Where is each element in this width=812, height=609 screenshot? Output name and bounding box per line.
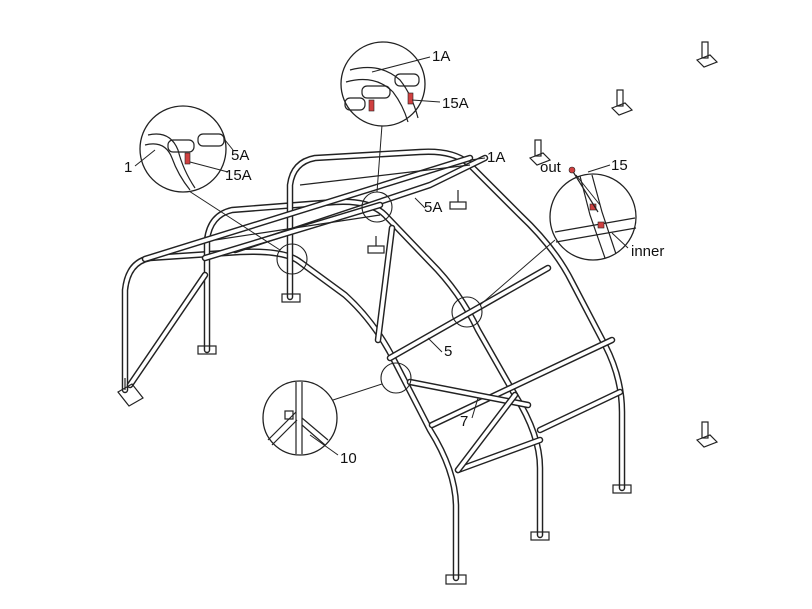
base-plate [612, 484, 632, 494]
loose-base-plate [610, 89, 634, 116]
diagonal-braces [126, 224, 532, 474]
callout-detail-top [340, 41, 441, 127]
label-part-7: 7 [460, 413, 468, 430]
callout-detail-left [134, 105, 234, 193]
bolt-icon [184, 152, 191, 165]
label-inner: inner [631, 243, 664, 260]
bolt-icon [597, 221, 605, 229]
rear-arch [286, 148, 626, 492]
label-part-5: 5 [444, 343, 452, 360]
label-part-5A-left: 5A [231, 147, 249, 164]
part-leaders [414, 157, 486, 419]
label-part-1A-top: 1A [432, 48, 450, 65]
second-arch [203, 198, 544, 539]
bolt-icon [407, 92, 414, 105]
base-plate [449, 190, 467, 210]
loose-base-plate [695, 421, 719, 448]
label-part-15: 15 [611, 157, 628, 174]
label-part-15A-top: 15A [442, 95, 469, 112]
bolt-icon [368, 99, 375, 112]
label-part-1A-right: 1A [487, 149, 505, 166]
base-plate [445, 574, 467, 585]
callout-detail-bottom [262, 380, 339, 456]
base-plate [367, 236, 385, 254]
roof-purlins [141, 154, 489, 263]
loose-base-plate [695, 41, 719, 68]
base-plate-front-left [117, 378, 144, 407]
label-part-15A-left: 15A [225, 167, 252, 184]
part-labels: 1 5A 15A 1A 15A 1A 5A out 15 inner 5 7 1… [124, 48, 664, 467]
joint-ring [276, 243, 308, 275]
callout-detail-right [549, 164, 637, 261]
label-part-5A-mid: 5A [424, 199, 442, 216]
joint-markers [276, 191, 483, 394]
base-plate [530, 531, 550, 541]
frame-detail-lines [214, 164, 471, 241]
label-out: out [540, 159, 562, 176]
base-plate [197, 345, 217, 355]
joint-ring [451, 296, 483, 328]
joint-ring [380, 362, 412, 394]
tube-frame [121, 148, 626, 582]
loose-base-plate [528, 139, 552, 166]
base-plates [117, 41, 719, 585]
front-arch [121, 248, 460, 582]
bolt-15 [568, 166, 599, 213]
base-plate [281, 293, 301, 303]
label-part-10: 10 [340, 450, 357, 467]
label-part-1: 1 [124, 159, 132, 176]
side-rails [386, 264, 624, 474]
